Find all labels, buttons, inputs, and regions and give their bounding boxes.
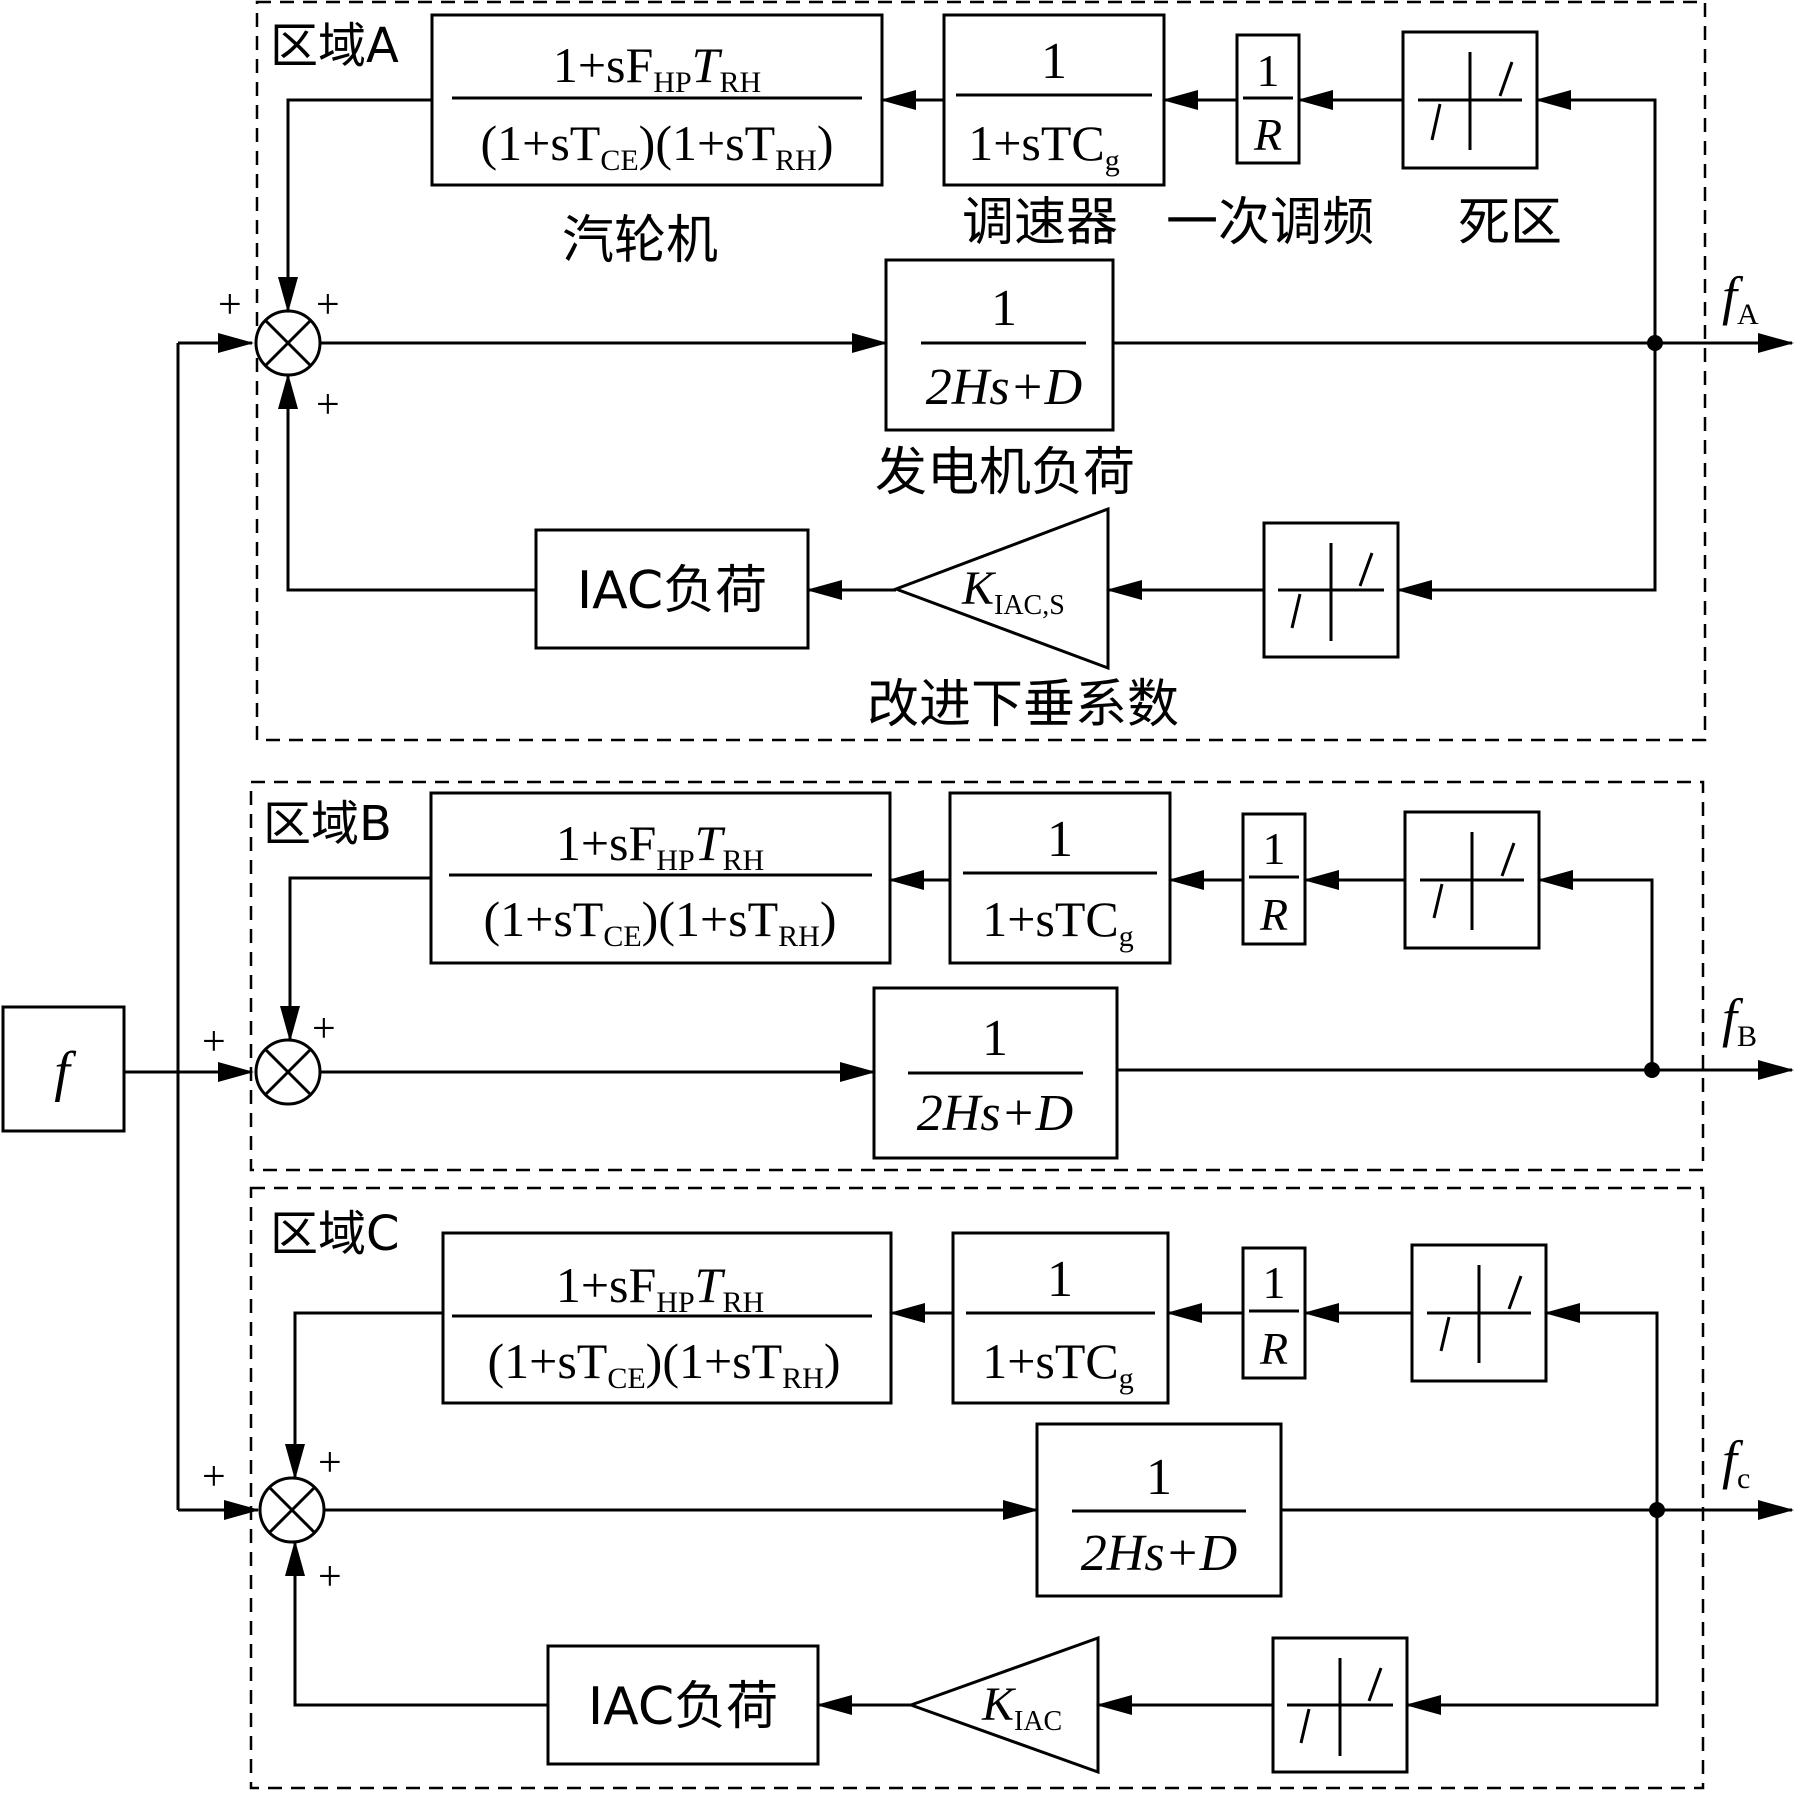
droop-block-c: 1 R — [1241, 1246, 1307, 1380]
generator-block-c: 1 2Hs+D — [1035, 1422, 1283, 1598]
turbine-b-num: 1+sFHPTRH — [556, 815, 764, 877]
sign-b-left: + — [202, 1019, 226, 1065]
governor-c-num: 1 — [1047, 1251, 1073, 1308]
turbine-a-den: (1+sTCE)(1+sTRH) — [480, 115, 833, 177]
gain-block-c: KIAC — [906, 1635, 1100, 1775]
iac-block-a: IAC负荷 — [534, 528, 810, 650]
sign-a-bottom: + — [316, 382, 340, 428]
wires-b — [280, 870, 1794, 1082]
turbine-b-den: (1+sTCE)(1+sTRH) — [483, 891, 836, 953]
generator-c-num: 1 — [1146, 1449, 1172, 1506]
sign-c-bottom: + — [318, 1554, 342, 1600]
governor-c-den: 1+sTCg — [982, 1333, 1134, 1395]
gain-block-a: KIAC,S 改进下垂系数 — [867, 506, 1179, 735]
droop-block-b: 1 R — [1241, 812, 1307, 946]
deadband2-block-c — [1271, 1636, 1409, 1774]
droop-a-caption: 一次调频 — [1166, 193, 1374, 253]
deadband-block-a: 死区 — [1401, 30, 1562, 253]
turbine-c-den: (1+sTCE)(1+sTRH) — [487, 1333, 840, 1395]
region-b-border — [249, 780, 1705, 1172]
droop-c-num: 1 — [1263, 1257, 1286, 1308]
governor-block-a: 1 1+sTCg 调速器 — [942, 13, 1166, 253]
gain-c-label: KIAC — [981, 1678, 1062, 1737]
deadband-block-c — [1410, 1243, 1548, 1383]
governor-a-caption: 调速器 — [962, 193, 1118, 253]
gain-a-caption: 改进下垂系数 — [867, 675, 1179, 735]
sign-a-top: + — [316, 282, 340, 328]
droop-a-num: 1 — [1257, 45, 1280, 96]
region-c-title: 区域C — [270, 1206, 400, 1262]
generator-b-num: 1 — [982, 1010, 1008, 1067]
turbine-block-b: 1+sFHPTRH (1+sTCE)(1+sTRH) — [429, 791, 892, 965]
sum-junction-a: + + + — [218, 282, 340, 428]
generator-block-a: 1 2Hs+D 发电机负荷 — [875, 258, 1135, 503]
region-c-border — [249, 1186, 1705, 1790]
droop-c-den: R — [1259, 1323, 1288, 1374]
sign-b-top: + — [312, 1006, 336, 1052]
output-b-label: fB — [1722, 988, 1757, 1053]
governor-a-num: 1 — [1041, 33, 1067, 90]
sign-c-top: + — [318, 1440, 342, 1486]
turbine-block-a: 1+sFHPTRH (1+sTCE)(1+sTRH) 汽轮机 — [430, 13, 884, 271]
iac-c-label: IAC负荷 — [588, 1677, 778, 1737]
iac-a-label: IAC负荷 — [577, 561, 767, 621]
deadband-a-caption: 死区 — [1458, 193, 1562, 253]
turbine-block-c: 1+sFHPTRH (1+sTCE)(1+sTRH) — [441, 1231, 893, 1405]
droop-a-den: R — [1253, 109, 1282, 160]
sign-c-left: + — [202, 1454, 226, 1500]
governor-block-c: 1 1+sTCg — [951, 1231, 1170, 1405]
generator-a-den: 2Hs+D — [926, 359, 1082, 416]
droop-b-num: 1 — [1263, 823, 1286, 874]
region-c: 区域C 1+sFHPTRH (1+sTCE)(1+sTRH) 1 1+sTCg … — [202, 1186, 1794, 1790]
region-a-border — [255, 0, 1707, 742]
output-c-label: fc — [1722, 1430, 1750, 1495]
generator-block-b: 1 2Hs+D — [872, 986, 1119, 1160]
region-a-title: 区域A — [270, 18, 399, 74]
region-b-title: 区域B — [263, 796, 392, 852]
iac-block-c: IAC负荷 — [546, 1644, 820, 1766]
governor-b-den: 1+sTCg — [982, 891, 1134, 953]
wires-a — [278, 90, 1794, 600]
turbine-a-caption: 汽轮机 — [562, 211, 718, 271]
sum-junction-c: + + + — [202, 1440, 342, 1600]
source-block: f — [1, 1005, 126, 1133]
region-a: 区域A 1+sFHPTRH (1+sTCE)(1+sTRH) 汽轮机 1 1+s… — [218, 0, 1794, 742]
generator-c-den: 2Hs+D — [1081, 1525, 1237, 1582]
deadband2-block-a — [1262, 521, 1400, 659]
gain-a-label: KIAC,S — [961, 562, 1065, 621]
turbine-c-num: 1+sFHPTRH — [556, 1257, 764, 1319]
wires-c — [285, 1303, 1794, 1715]
generator-b-den: 2Hs+D — [917, 1085, 1073, 1142]
source-lines — [124, 333, 260, 1520]
region-b: 区域B 1+sFHPTRH (1+sTCE)(1+sTRH) 1 1+sTCg … — [202, 780, 1794, 1172]
turbine-a-num: 1+sFHPTRH — [553, 37, 761, 99]
deadband-block-b — [1403, 810, 1541, 950]
generator-a-caption: 发电机负荷 — [875, 443, 1135, 503]
output-a-label: fA — [1722, 266, 1759, 331]
sum-junction-b: + + — [202, 1006, 336, 1106]
governor-b-num: 1 — [1047, 811, 1073, 868]
governor-block-b: 1 1+sTCg — [948, 791, 1172, 965]
governor-a-den: 1+sTCg — [968, 115, 1120, 177]
generator-a-num: 1 — [991, 280, 1017, 337]
sign-a-left: + — [218, 282, 242, 328]
droop-block-a: 1 R 一次调频 — [1166, 33, 1374, 253]
droop-b-den: R — [1259, 889, 1288, 940]
